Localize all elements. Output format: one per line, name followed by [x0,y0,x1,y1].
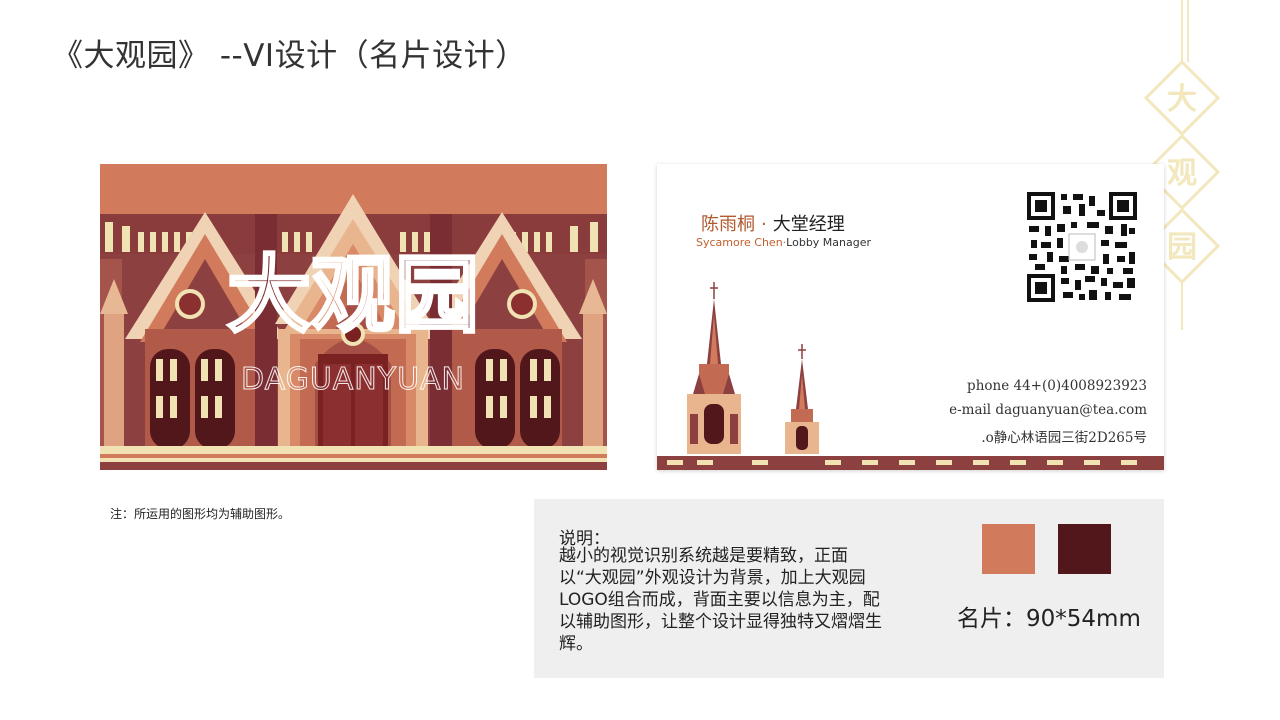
card-size-label: 名片：90*54mm [957,606,1141,632]
card-back-graphics [657,192,1164,470]
deco-char-3: 园 [1167,230,1197,265]
qr-code [1027,192,1137,302]
description-panel: 说明： 越小的视觉识别系统越是要精致，正面以“大观园”外观设计为背景，加上大观园… [534,499,1164,678]
church-facade-illustration: 大观园 DAGUANYUAN [100,164,607,470]
contact-address: .o静心林语园三街2D265号 [981,430,1147,446]
deco-char-1: 大 [1167,82,1197,117]
front-logo-subtitle: DAGUANYUAN [241,362,465,397]
description-title: 说明： [559,529,610,549]
deco-char-2: 观 [1167,156,1197,191]
description-text: 越小的视觉识别系统越是要精致，正面以“大观园”外观设计为背景，加上大观园LOGO… [559,546,882,654]
church-spires [687,282,819,454]
person-name: 陈雨桐 [701,214,755,235]
front-logo-text: 大观园 [227,246,479,344]
business-card-back: 陈雨桐 ·大堂经理 Sycamore Chen·Lobby Manager pho… [657,164,1164,470]
person-role-en: Lobby Manager [786,236,872,249]
card-english-name: Sycamore Chen·Lobby Manager [696,236,871,249]
auxiliary-graphics-note: 注：所运用的图形均为辅助图形。 [110,507,291,521]
contact-email: e-mail daguanyuan@tea.com [949,402,1147,418]
decorative-diamonds: 大 观 园 [1143,0,1221,330]
color-swatch-primary [982,524,1035,574]
contact-phone: phone 44+(0)4008923923 [967,378,1147,394]
business-card-front: 大观园 DAGUANYUAN [100,164,607,470]
color-swatch-secondary [1058,524,1111,574]
name-separator: · [761,214,767,235]
person-name-en: Sycamore Chen· [696,236,787,249]
person-role: 大堂经理 [772,214,845,235]
page-title: 《大观园》 --VI设计（名片设计） [52,38,527,74]
card-person-name: 陈雨桐 ·大堂经理 [701,210,845,236]
